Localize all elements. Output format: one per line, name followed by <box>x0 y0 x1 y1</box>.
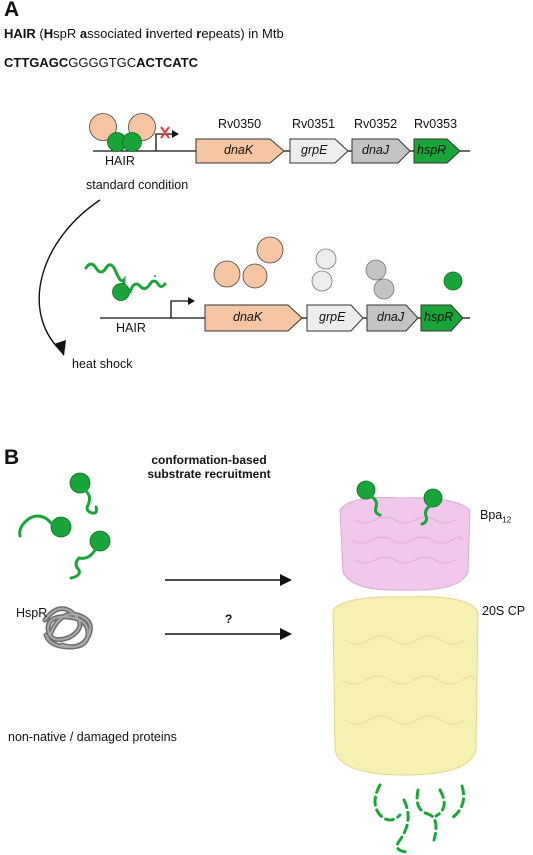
hspr-protein-icon <box>122 132 142 152</box>
recruitment-title: conformation-based substrate recruitment <box>144 453 274 481</box>
hair-def-part: epeats) in Mtb <box>201 26 284 41</box>
hspr-unfolded-icon <box>128 279 167 294</box>
gene-grpe-arrow <box>306 304 364 332</box>
hair-def-part: ssociated <box>87 26 146 41</box>
hspr-protein-icon <box>112 283 130 301</box>
sequence-spacer: GGGGTGC <box>68 55 137 70</box>
recruitment-line: substrate recruitment <box>147 467 271 481</box>
bpa-label-text: Bpa <box>480 508 503 522</box>
hair-def-part: HAIR <box>4 26 36 41</box>
recruitment-line: conformation-based <box>151 453 267 467</box>
arrowhead <box>280 628 292 640</box>
20s-cp-complex <box>332 596 479 776</box>
damaged-proteins-label: non-native / damaged proteins <box>8 730 177 744</box>
hspr-label: HspR <box>16 606 48 620</box>
gene-name-label: dnaJ <box>362 143 390 157</box>
promoter-arrow-standard <box>155 133 172 151</box>
hspr-tail-icon <box>69 548 97 580</box>
hair-def-part: nverted <box>149 26 197 41</box>
dnaj-protein-icon <box>365 259 387 281</box>
gene-hspr-arrow <box>413 138 461 164</box>
hspr-unfolded-icon <box>84 262 126 292</box>
grpe-protein-icon <box>315 248 337 270</box>
gene-grpe-arrow <box>289 138 349 164</box>
sequence-right-repeat: ACTCATC <box>136 55 199 70</box>
hair-def-part: spR <box>53 26 80 41</box>
dnaj-protein-icon <box>373 278 395 300</box>
promoter-arrowhead <box>188 297 195 305</box>
gene-id-label: Rv0353 <box>414 117 458 131</box>
hspr-protein-icon <box>443 271 463 291</box>
heat-shock-label: heat shock <box>72 357 133 371</box>
hair-sequence: CTTGAGCGGGGTGCACTCATC <box>4 55 198 70</box>
gene-name-label: hspR <box>417 143 447 157</box>
gene-name-label: dnaK <box>233 310 263 324</box>
hspr-tail-icon <box>18 514 54 538</box>
dnak-protein-icon <box>213 260 241 288</box>
gene-name-label: hspR <box>424 310 454 324</box>
arrowhead <box>280 574 292 586</box>
hair-def-part: a <box>79 26 88 41</box>
hspr-tail-icon <box>84 489 98 515</box>
hair-def-part: r <box>196 26 202 41</box>
panel-b-letter: B <box>4 446 20 469</box>
gene-dnak-arrow <box>195 138 285 164</box>
promoter-arrowhead <box>172 130 179 138</box>
promoter-arrow-heat <box>170 300 188 318</box>
dnak-protein-icon <box>89 113 117 141</box>
hair-label-standard: HAIR <box>105 154 135 168</box>
hair-def-part: H <box>43 26 54 41</box>
hair-definition: HAIR (HspR associated inverted repeats) … <box>4 26 284 41</box>
20s-cp-label: 20S CP <box>482 604 526 618</box>
gene-name-label: grpE <box>319 310 346 324</box>
panel-b-diagram <box>18 472 479 854</box>
gene-dnaj-arrow <box>351 138 411 164</box>
dnak-protein-icon <box>256 236 284 264</box>
gene-name-label: grpE <box>301 143 328 157</box>
hspr-bound-icon <box>356 480 376 500</box>
hspr-bound-icon <box>423 488 443 508</box>
gene-dnak-arrow <box>204 304 303 332</box>
degraded-peptides-icon <box>373 783 466 854</box>
repression-cross-icon <box>160 126 170 139</box>
bpa12-complex <box>339 497 471 591</box>
gene-hspr-arrow <box>420 304 464 332</box>
bpa12-label: Bpa12 <box>480 508 511 525</box>
panel-a-letter: A <box>4 0 20 21</box>
gene-name-label: dnaJ <box>377 310 405 324</box>
question-mark: ? <box>225 612 233 626</box>
hair-def-part: i <box>145 26 150 41</box>
gene-dnaj-arrow <box>366 304 419 332</box>
gene-id-label: Rv0352 <box>354 117 398 131</box>
transition-arrow <box>38 199 101 351</box>
grpe-protein-icon <box>311 270 333 292</box>
bpa-label-subscript: 12 <box>502 515 512 525</box>
sequence-left-repeat: CTTGAGC <box>4 55 69 70</box>
standard-condition-label: standard condition <box>86 178 189 192</box>
panel-a-diagram <box>38 113 470 356</box>
hair-label-heat: HAIR <box>116 321 146 335</box>
gene-id-label: Rv0350 <box>218 117 262 131</box>
hspr-protein-icon <box>89 530 111 552</box>
hspr-protein-icon <box>69 472 91 494</box>
gene-name-label: dnaK <box>224 143 254 157</box>
hair-def-part: ( <box>35 26 44 41</box>
transition-arrowhead <box>54 340 66 356</box>
hspr-protein-icon <box>50 516 72 538</box>
gene-id-label: Rv0351 <box>292 117 336 131</box>
dnak-protein-icon <box>242 263 268 289</box>
